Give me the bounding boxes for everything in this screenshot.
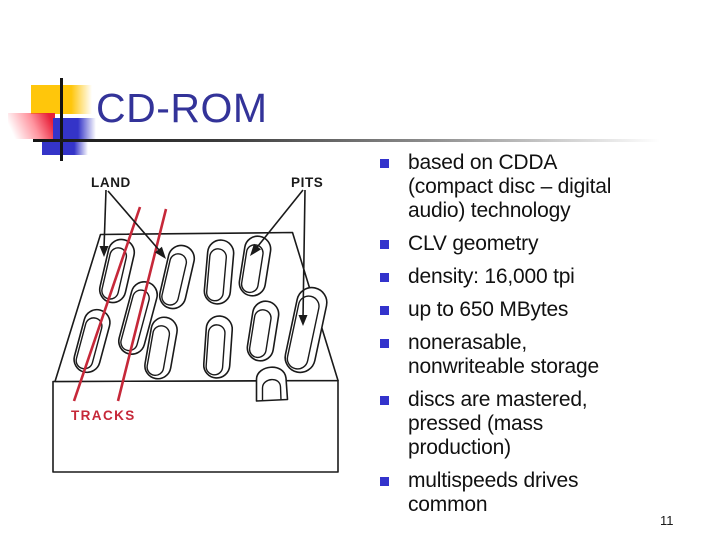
emblem-red-square xyxy=(8,113,55,139)
bullet-list: based on CDDA (compact disc – digital au… xyxy=(376,151,706,526)
emblem-blue-square-upper xyxy=(53,118,96,141)
land-label: LAND xyxy=(91,175,131,190)
list-item: multispeeds drives common xyxy=(376,469,706,517)
land-callout-line xyxy=(107,190,160,251)
tracks-label: TRACKS xyxy=(71,408,136,423)
pits-arrowhead xyxy=(298,315,308,326)
bullet-square-icon xyxy=(380,240,389,249)
pits-callout-line xyxy=(253,189,304,252)
list-item-text: discs are mastered, pressed (mass produc… xyxy=(408,388,588,459)
pit xyxy=(203,239,235,305)
pits-label: PITS xyxy=(291,175,323,190)
pits-callout-line xyxy=(302,189,306,319)
emblem-blue-square-lower xyxy=(42,140,88,155)
bullet-square-icon xyxy=(380,159,389,168)
cd-surface-diagram: LAND PITS TRACKS xyxy=(52,175,339,473)
land-callout-line xyxy=(103,189,107,249)
bullet-square-icon xyxy=(380,477,389,486)
pit xyxy=(246,300,280,362)
bullet-square-icon xyxy=(380,396,389,405)
land-arrowhead xyxy=(99,246,109,257)
pit xyxy=(144,316,178,380)
bullet-square-icon xyxy=(380,339,389,348)
list-item-text: nonerasable, nonwriteable storage xyxy=(408,331,599,378)
list-item: CLV geometry xyxy=(376,232,706,256)
bullet-square-icon xyxy=(380,273,389,282)
page-title: CD-ROM xyxy=(96,85,268,131)
list-item-text: CLV geometry xyxy=(408,232,539,255)
list-item-text: up to 650 MBytes xyxy=(408,298,569,321)
list-item: density: 16,000 tpi xyxy=(376,265,706,289)
list-item: discs are mastered, pressed (mass produc… xyxy=(376,388,706,460)
diagram-front-face xyxy=(52,379,339,473)
list-item-text: based on CDDA (compact disc – digital au… xyxy=(408,151,612,222)
bullet-square-icon xyxy=(380,306,389,315)
land-arrowhead xyxy=(154,246,166,259)
pit xyxy=(158,244,196,310)
pit-cutaway-dome-inner xyxy=(261,378,282,401)
pit xyxy=(284,286,328,374)
track-line xyxy=(72,206,142,402)
pit xyxy=(238,235,272,297)
list-item: up to 650 MBytes xyxy=(376,298,706,322)
track-line xyxy=(116,208,168,402)
title-vertical-rule xyxy=(60,78,63,161)
pit xyxy=(202,315,234,379)
pits-arrowhead xyxy=(250,243,261,256)
title-horizontal-rule xyxy=(33,139,660,142)
pit-cutaway-dome xyxy=(255,366,289,402)
list-item-text: density: 16,000 tpi xyxy=(408,265,575,288)
page-number: 11 xyxy=(660,513,674,528)
list-item: based on CDDA (compact disc – digital au… xyxy=(376,151,706,223)
list-item: nonerasable, nonwriteable storage xyxy=(376,331,706,379)
list-item-text: multispeeds drives common xyxy=(408,469,579,516)
